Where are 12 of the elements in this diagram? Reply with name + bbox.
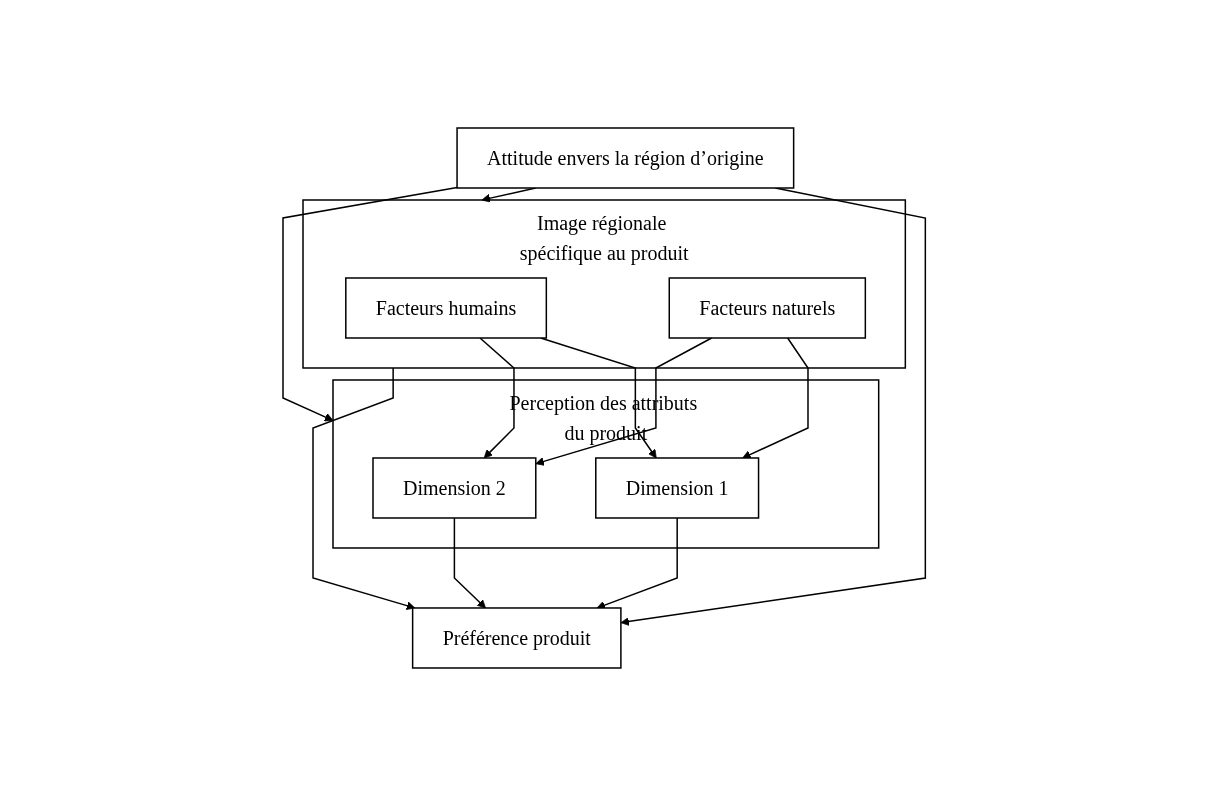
arrow [742, 337, 809, 459]
arrow [453, 517, 486, 609]
node-box: Dimension 2 [372, 457, 537, 519]
node-box: Facteurs humains [344, 277, 547, 339]
node-box: Attitude envers la région d’origine [456, 127, 795, 189]
node-box: Dimension 1 [594, 457, 760, 519]
arrow [312, 367, 416, 610]
arrow [282, 186, 458, 422]
node-box: Facteurs naturels [668, 277, 866, 339]
arrow [620, 187, 926, 626]
arrow [479, 337, 515, 459]
node-box: Préférence produit [411, 607, 622, 669]
